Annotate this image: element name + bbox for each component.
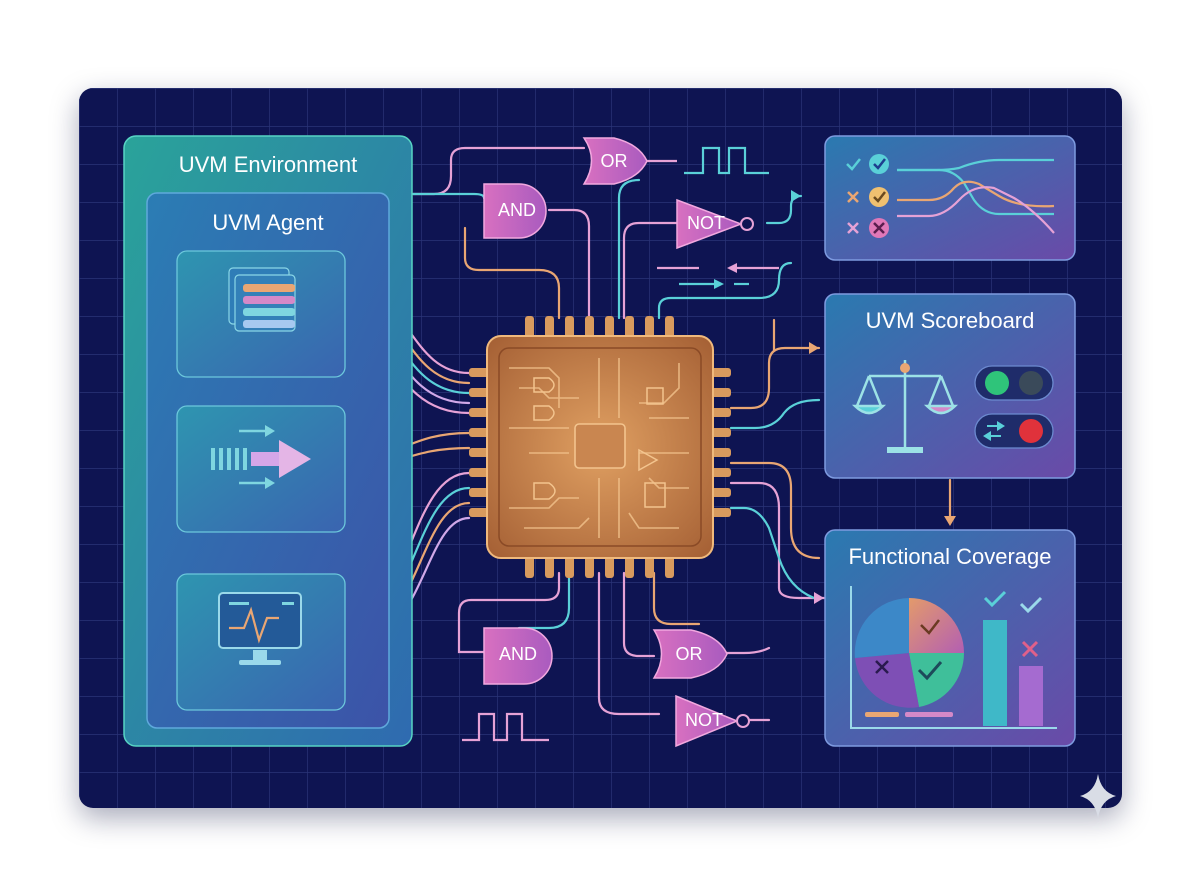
sequencer-stack-icon bbox=[228, 267, 296, 332]
sparkle-watermark-icon bbox=[1080, 774, 1116, 818]
gate-label-and-bottom: AND bbox=[498, 644, 537, 664]
gate-not-bottom bbox=[675, 694, 750, 748]
uvm-agent-title: UVM Agent bbox=[212, 210, 324, 235]
monitor-display-icon bbox=[218, 592, 302, 665]
gate-and-bottom bbox=[483, 627, 553, 685]
diagram-board: UVM Environment UVM Agent OR AND NOT AND… bbox=[79, 88, 1122, 808]
gate-or-bottom bbox=[652, 629, 728, 679]
red-indicator-icon bbox=[1019, 419, 1043, 443]
gate-label-and-top: AND bbox=[497, 200, 536, 220]
gate-or-top bbox=[582, 137, 677, 185]
clock-wave-bottom bbox=[462, 712, 549, 742]
indicator-panel bbox=[974, 365, 1054, 449]
driver-box[interactable] bbox=[176, 405, 346, 533]
checker-panel bbox=[824, 135, 1076, 261]
gate-label-not-top: NOT bbox=[687, 213, 725, 233]
checker-rows bbox=[846, 154, 1055, 238]
handshake-arrows bbox=[657, 263, 779, 289]
gate-and-top bbox=[483, 183, 547, 239]
clock-wave-top bbox=[684, 146, 769, 175]
uvm-environment-title: UVM Environment bbox=[178, 152, 358, 177]
coverage-chart-icon bbox=[850, 586, 1057, 729]
green-indicator-icon bbox=[985, 371, 1009, 395]
chip-icon bbox=[469, 316, 731, 578]
driver-arrow-icon bbox=[211, 425, 311, 489]
gate-label-or-top: OR bbox=[600, 151, 628, 171]
uvm-scoreboard-title: UVM Scoreboard bbox=[865, 308, 1035, 333]
gate-label-or-bottom: OR bbox=[675, 644, 703, 664]
gate-not-top bbox=[676, 198, 754, 250]
diagram-canvas bbox=[79, 88, 1122, 808]
gate-label-not-bottom: NOT bbox=[685, 710, 723, 730]
balance-scale-icon bbox=[851, 360, 959, 453]
functional-coverage-title: Functional Coverage bbox=[848, 544, 1052, 569]
